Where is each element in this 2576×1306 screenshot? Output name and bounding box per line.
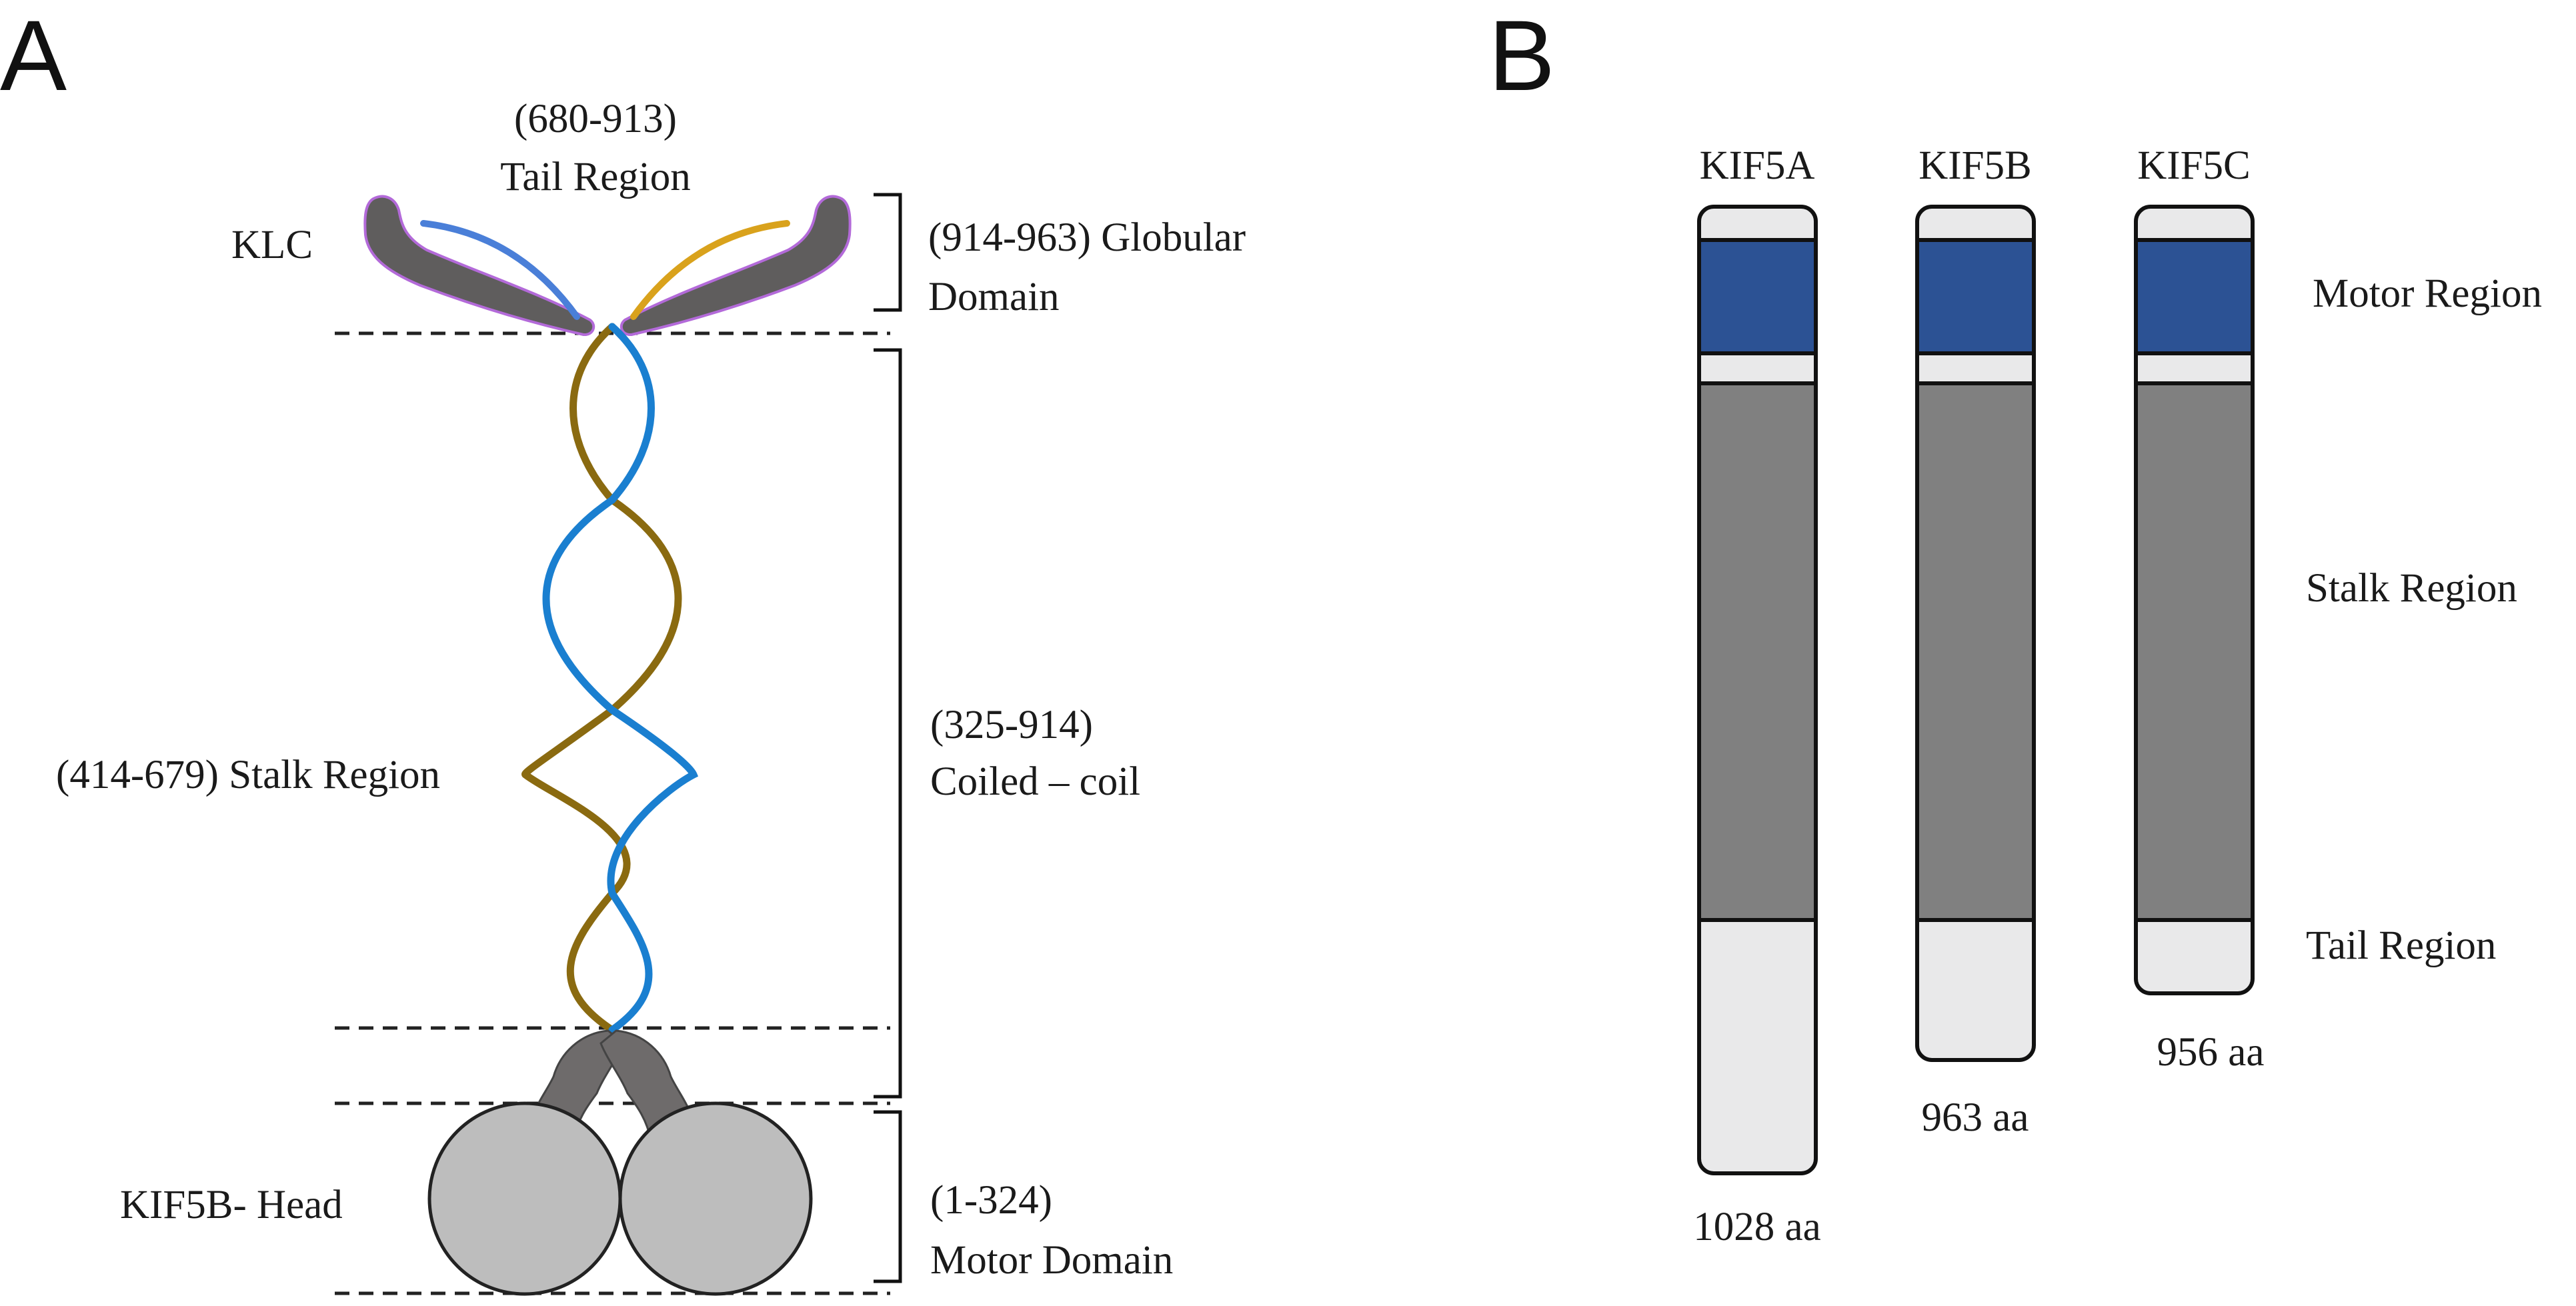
panel-letter-b: B bbox=[1488, 0, 1555, 111]
kif5a-stalk-region bbox=[1701, 383, 1814, 920]
kif5b-head-label: KIF5B- Head bbox=[120, 1183, 343, 1227]
tail-region-label-b: Tail Region bbox=[2306, 923, 2496, 968]
bracket-globular bbox=[874, 193, 902, 312]
kif5b-stalk-region bbox=[1919, 383, 2032, 920]
tail-range-label: (680-913) bbox=[514, 97, 677, 141]
klc-right-shape bbox=[619, 195, 852, 336]
kif5b-length: 963 aa bbox=[1922, 1095, 2029, 1140]
klc-left-shape bbox=[363, 195, 595, 336]
motor-domain-label: Motor Domain bbox=[930, 1238, 1173, 1283]
motor-head-left bbox=[427, 1101, 622, 1296]
tail-region-label: Tail Region bbox=[500, 155, 690, 199]
kif5a-bar bbox=[1697, 205, 1818, 1175]
kif5b-name: KIF5B bbox=[1918, 143, 2031, 188]
kif5c-motor-region bbox=[2138, 240, 2251, 353]
kif5c-bar bbox=[2134, 205, 2255, 995]
panel-letter-a: A bbox=[0, 0, 67, 111]
kif5a-motor-region bbox=[1701, 240, 1814, 353]
coiled-coil-range-label: (325-914) bbox=[930, 703, 1093, 747]
stalk-region-label-b: Stalk Region bbox=[2306, 566, 2517, 611]
coil-strand-blue bbox=[542, 323, 699, 1034]
panel-a: (680-913) Tail Region KLC (914-963) Glob… bbox=[56, 97, 1246, 1296]
motor-head-right bbox=[618, 1101, 813, 1296]
globular-domain-label: Domain bbox=[928, 275, 1060, 319]
globular-range-label: (914-963) Globular bbox=[928, 215, 1246, 260]
kif5c-stalk-region bbox=[2138, 383, 2251, 920]
coiled-coil-label: Coiled – coil bbox=[930, 759, 1140, 804]
klc-label: KLC bbox=[231, 223, 313, 267]
kif5a-name: KIF5A bbox=[1700, 143, 1815, 188]
bracket-motor-domain bbox=[874, 1110, 902, 1283]
coil-strand-gold bbox=[521, 323, 682, 1034]
klc-right-strand bbox=[630, 220, 790, 320]
kif5b-motor-region bbox=[1919, 240, 2032, 353]
kif5a-length: 1028 aa bbox=[1693, 1205, 1820, 1249]
bracket-coiled-coil bbox=[874, 348, 902, 1099]
motor-range-label: (1-324) bbox=[930, 1178, 1052, 1223]
kif5b-bar bbox=[1915, 205, 2036, 1062]
stalk-region-label: (414-679) Stalk Region bbox=[56, 753, 440, 797]
kif5c-name: KIF5C bbox=[2137, 143, 2250, 188]
motor-region-label: Motor Region bbox=[2313, 271, 2542, 316]
klc-left-strand bbox=[420, 220, 580, 320]
panel-b: KIF5A KIF5B KIF5C 1028 aa 963 aa 956 aa … bbox=[1693, 143, 2542, 1249]
kif5c-length: 956 aa bbox=[2157, 1030, 2265, 1075]
